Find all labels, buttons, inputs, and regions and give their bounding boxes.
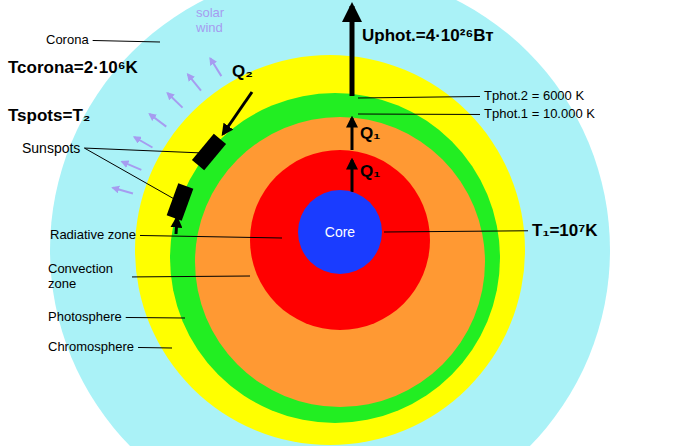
convection-zone-layer [195, 117, 485, 407]
wind-arrow [167, 93, 182, 108]
layer-name: Corona [46, 33, 89, 48]
core-label: Core [325, 224, 355, 240]
wind-arrow [150, 114, 167, 127]
core-fill [298, 190, 382, 274]
wind-label: solar wind [196, 6, 244, 36]
leader-line [126, 317, 185, 319]
q1-arrow [351, 118, 354, 150]
heat-flow-label: Q₁ [360, 124, 380, 144]
temperature-label: Tphot.1 = 10.000 K [484, 107, 595, 122]
leader-line [384, 231, 528, 232]
temperature-label: Tspots=T₂ [8, 106, 90, 126]
sunspot [192, 134, 226, 170]
spot-flux-arrow [176, 218, 177, 234]
leader-line [358, 96, 480, 98]
heat-flow-label: Q₂ [232, 62, 253, 82]
leader-line [358, 114, 480, 115]
wind-arrow [188, 74, 201, 90]
sunspot [167, 183, 194, 220]
luminosity-label: Uphot.=4·10²⁶Вт [362, 26, 494, 46]
leader-lines [84, 40, 528, 348]
temperature-label: Tcorona=2·10⁶K [8, 58, 138, 78]
wind-arrow [122, 162, 141, 170]
chromosphere-layer [135, 55, 525, 445]
leader-line [140, 235, 282, 238]
node-text-box: Core [298, 190, 382, 274]
layer-name: Radiative zone [50, 228, 136, 243]
leader-line [132, 276, 250, 278]
layer-name: Photosphere [48, 310, 122, 325]
wind-arrow [210, 58, 221, 76]
leader-line [84, 148, 176, 200]
q2-arrow [223, 92, 252, 134]
layer-name: Convection zone [48, 262, 128, 292]
core-circle: Core [298, 190, 382, 274]
sunspot-label: Sunspots [22, 140, 80, 156]
luminosity-arrow [350, 6, 355, 96]
temperature-label: Tphot.2 = 6000 K [484, 89, 584, 104]
leader-line [138, 347, 172, 349]
radiative-zone-layer [250, 150, 430, 330]
wind-arrow [113, 188, 133, 194]
wind-arrow [134, 137, 152, 148]
q1-arrow [351, 160, 354, 192]
temperature-label: T₁=10⁷K [532, 221, 598, 241]
leader-line [84, 148, 203, 153]
heat-flow-label: Q₁ [360, 162, 380, 182]
photosphere-layer [170, 93, 500, 423]
layer-name: Chromosphere [48, 340, 134, 355]
leader-line [93, 40, 160, 42]
